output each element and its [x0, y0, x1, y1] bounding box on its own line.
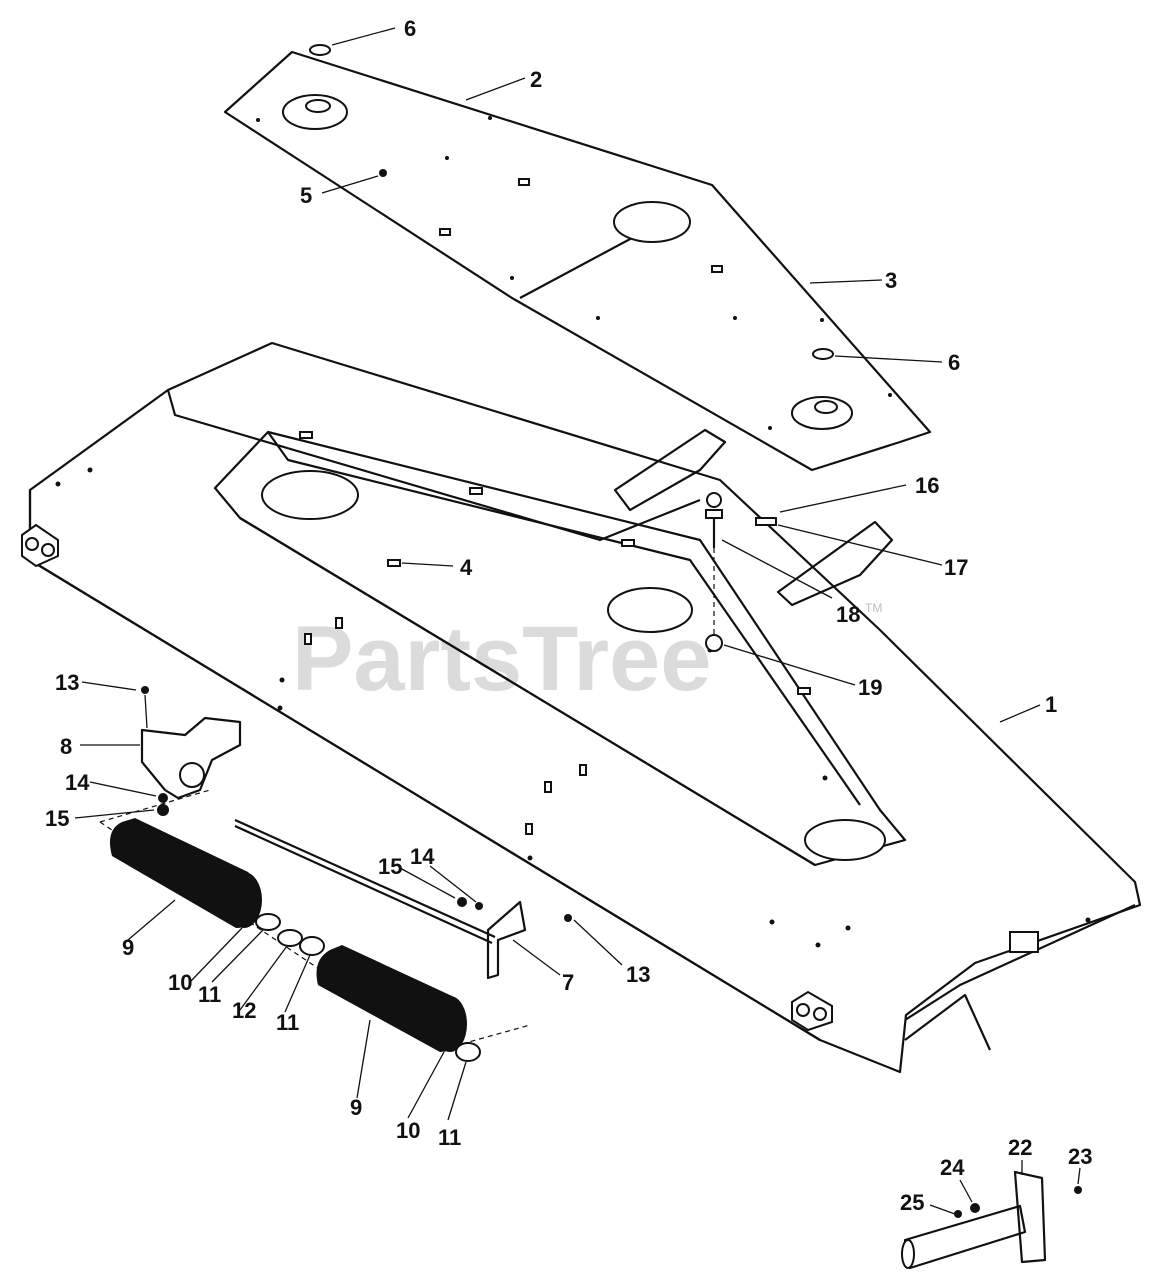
- callout-11: 11: [198, 982, 221, 1007]
- callout-10: 10: [396, 1118, 420, 1143]
- part-6-nut-right: [812, 348, 834, 360]
- callout-9: 9: [350, 1095, 362, 1120]
- height-adjust-bolt: [705, 492, 777, 652]
- bracket-part-22: [901, 1170, 1082, 1270]
- callout-14: 14: [65, 770, 90, 795]
- callout-11: 11: [438, 1125, 461, 1150]
- callout-14: 14: [410, 844, 435, 869]
- callout-1: 1: [1045, 692, 1057, 717]
- callout-5: 5: [300, 183, 312, 208]
- callout-6: 6: [948, 350, 960, 375]
- callout-24: 24: [940, 1155, 965, 1180]
- callout-16: 16: [915, 473, 939, 498]
- callout-4: 4: [460, 555, 473, 580]
- cover-plate: [223, 44, 932, 472]
- callout-13: 13: [55, 670, 79, 695]
- callout-22: 22: [1008, 1135, 1032, 1160]
- callout-3: 3: [885, 268, 897, 293]
- watermark-trademark: TM: [865, 601, 882, 615]
- callout-25: 25: [900, 1190, 924, 1215]
- callout-19: 19: [858, 675, 882, 700]
- part-5-screw: [379, 169, 387, 177]
- roller-assembly: [99, 686, 572, 1062]
- callout-labels: 6 2 5 3 6 16 4 17 18 19 1 13 8 14 15 14 …: [45, 16, 1092, 1215]
- callout-13: 13: [626, 962, 650, 987]
- callout-15: 15: [45, 806, 69, 831]
- callout-6: 6: [404, 16, 416, 41]
- callout-2: 2: [530, 67, 542, 92]
- part-6-nut-top: [309, 44, 331, 56]
- callout-23: 23: [1068, 1144, 1092, 1169]
- callout-18: 18: [836, 602, 860, 627]
- mower-deck: [21, 341, 1142, 1074]
- callout-17: 17: [944, 555, 968, 580]
- callout-7: 7: [562, 970, 574, 995]
- callout-9: 9: [122, 935, 134, 960]
- callout-15: 15: [378, 854, 402, 879]
- leader-lines: [74, 27, 1081, 1215]
- callout-8: 8: [60, 734, 72, 759]
- callout-12: 12: [232, 998, 256, 1023]
- callout-10: 10: [168, 970, 192, 995]
- callout-11: 11: [276, 1010, 299, 1035]
